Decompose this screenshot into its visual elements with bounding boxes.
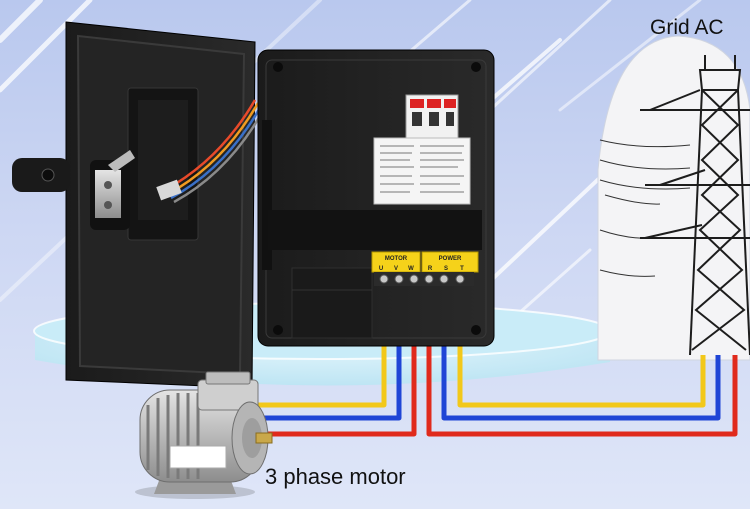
terminal-block: MOTOR POWER U V W R S T xyxy=(372,252,478,286)
breaker-icon xyxy=(406,95,458,139)
spec-sticker-icon xyxy=(374,138,470,204)
terminal-u: U xyxy=(379,266,383,272)
grid-ac-panel xyxy=(598,36,750,360)
control-box-body: MOTOR POWER U V W R S T xyxy=(258,50,494,346)
terminal-v: V xyxy=(394,266,398,272)
motor-icon xyxy=(135,372,272,499)
terminal-t: T xyxy=(460,266,464,272)
terminal-w: W xyxy=(408,266,414,272)
power-header: POWER xyxy=(439,256,462,262)
grid-ac-label: Grid AC xyxy=(650,16,724,40)
terminal-s: S xyxy=(444,266,448,272)
motor-header: MOTOR xyxy=(385,256,408,262)
motor-label: 3 phase motor xyxy=(265,464,406,490)
terminal-r: R xyxy=(428,266,433,272)
